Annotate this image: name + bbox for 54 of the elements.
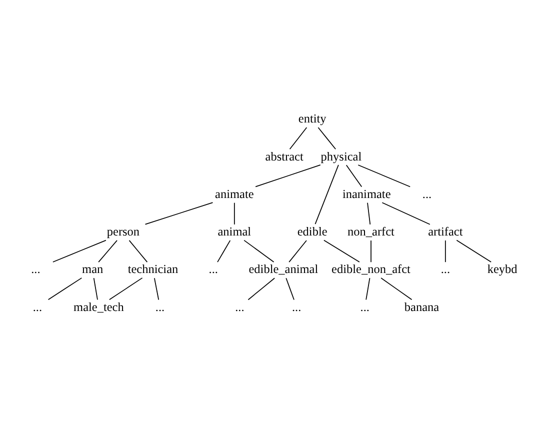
connector <box>358 164 411 187</box>
node-text: ... <box>440 262 450 276</box>
connector <box>289 126 308 150</box>
node-text: ... <box>155 299 165 314</box>
connector <box>456 239 492 262</box>
node-text: ... <box>31 262 40 276</box>
node-text: animate <box>215 186 254 200</box>
connector <box>382 202 430 224</box>
connector <box>286 277 294 300</box>
connector <box>144 202 214 224</box>
node-text: artifact <box>428 224 463 238</box>
node-text: technician <box>128 262 178 276</box>
node-text: edible <box>297 224 328 238</box>
connector <box>108 277 143 300</box>
node-text: man <box>82 262 104 276</box>
connector <box>444 240 446 262</box>
node-text: entity <box>298 111 326 126</box>
connector <box>234 202 235 224</box>
node-text: edible_non_afct <box>332 262 410 276</box>
connector <box>244 239 274 262</box>
node-text: ... <box>292 299 302 314</box>
node-text: ... <box>422 186 432 200</box>
connector <box>255 164 321 187</box>
connector <box>380 277 412 300</box>
connector <box>314 164 339 224</box>
connector <box>154 277 160 300</box>
node-text: physical <box>320 148 362 163</box>
connector <box>346 164 362 187</box>
node-text: ... <box>208 262 218 276</box>
connector <box>217 240 231 262</box>
node-text: male_tech <box>74 299 124 314</box>
node-text: person <box>106 224 140 238</box>
node-text: abstract <box>265 148 304 163</box>
connector <box>367 202 371 224</box>
node-text: non_arfct <box>348 224 394 238</box>
connector <box>370 240 372 262</box>
node-text: keybd <box>487 262 518 276</box>
connector <box>98 240 118 262</box>
node-text: banana <box>404 299 440 314</box>
node-text: edible_animal <box>248 262 318 276</box>
connector <box>128 240 148 262</box>
connector <box>366 277 370 300</box>
connector <box>288 240 307 262</box>
connector <box>324 239 360 262</box>
connector <box>52 239 106 262</box>
node-text: inanimate <box>342 186 391 200</box>
node-text: ... <box>32 299 42 314</box>
node-text: animal <box>218 224 252 238</box>
connector <box>318 126 336 150</box>
node-text: ... <box>235 299 244 314</box>
connector <box>93 277 98 300</box>
connector <box>48 277 82 300</box>
node-text: ... <box>360 299 370 314</box>
connector <box>248 277 276 300</box>
